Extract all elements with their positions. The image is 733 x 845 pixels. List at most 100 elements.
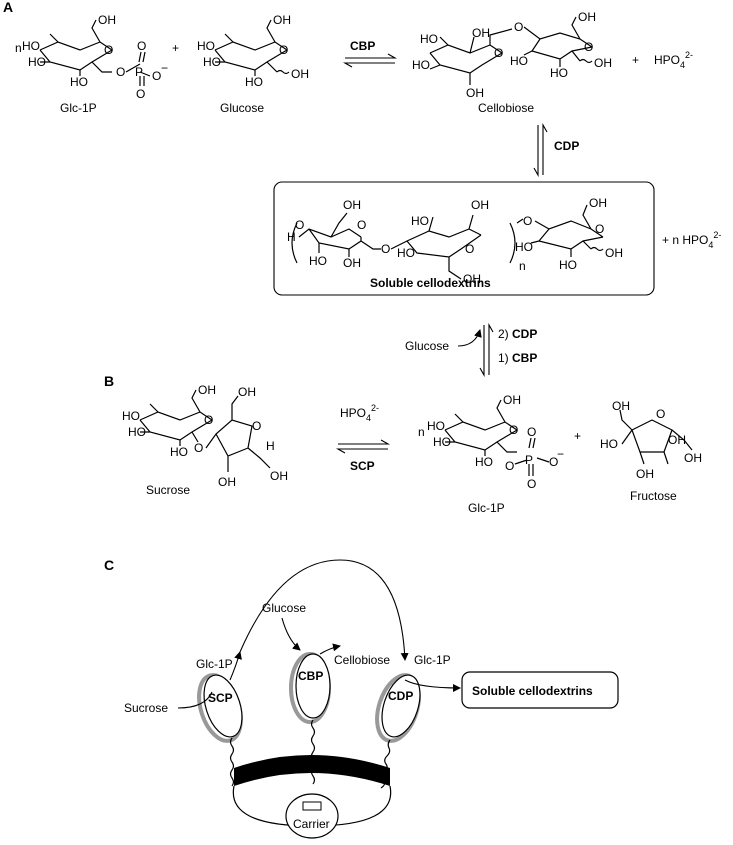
reverse-arrow xyxy=(342,62,395,68)
step-up-arrow xyxy=(488,322,494,375)
ho-atom: HO xyxy=(515,240,533,254)
o-atom: O xyxy=(584,40,593,54)
ho-atom: HO xyxy=(70,75,88,89)
glucose-side-label: Glucose xyxy=(405,339,449,353)
carrier-circle xyxy=(285,793,339,839)
ho-atom: HO xyxy=(309,254,327,268)
ho-atom: HO xyxy=(559,258,577,272)
panel-c-label: C xyxy=(104,557,114,573)
cellodextrin-structure: H O OH O HO OH O HO OH HO O OH O OH O HO… xyxy=(287,196,623,286)
glc1p-left-label: Glc-1P xyxy=(196,657,233,671)
glucose-c-label: Glucose xyxy=(262,601,306,615)
o-atom: O xyxy=(595,222,604,236)
ho-atom: HO xyxy=(28,55,46,69)
carrier-label: Carrier xyxy=(293,817,330,831)
glc1p-label-b: Glc-1P xyxy=(468,501,505,515)
oh-atom: OH xyxy=(472,26,490,40)
cdp-enzyme: CDP xyxy=(375,673,421,743)
cdp-down-arrow xyxy=(533,125,539,178)
o-atom: O xyxy=(527,477,536,491)
o-atom: O xyxy=(152,69,161,83)
p-atom: P xyxy=(525,453,533,467)
product-label-a: Soluble cellodextrins xyxy=(370,276,491,290)
cellobiose-label: Cellobiose xyxy=(478,101,534,115)
sucrose-c-label: Sucrose xyxy=(124,701,168,715)
oh-atom: OH xyxy=(589,196,607,210)
ho-atom: HO xyxy=(397,246,415,260)
product-c-label: Soluble cellodextrins xyxy=(472,684,593,698)
phosphate-b: HPO42- xyxy=(340,403,379,423)
enzyme-cbp-a: CBP xyxy=(350,39,375,53)
ho-atom: HO xyxy=(411,214,429,228)
o-atom: O xyxy=(136,87,145,101)
ho-atom: HO xyxy=(550,66,568,80)
step2-label: 2) CDP xyxy=(498,327,537,341)
carrier-gene xyxy=(302,801,322,811)
charge-minus: − xyxy=(161,61,168,75)
o-atom: O xyxy=(295,218,304,232)
ho-atom: HO xyxy=(22,39,40,53)
oh-atom: OH xyxy=(466,86,484,100)
oh-atom: OH xyxy=(98,13,116,27)
sucrose-label: Sucrose xyxy=(146,483,190,497)
forward-arrow xyxy=(345,53,398,59)
cdp-up-arrow xyxy=(542,122,548,175)
cbp-label: CBP xyxy=(298,669,323,683)
cellobiose-out-arrow xyxy=(319,643,341,655)
oh-atom: OH xyxy=(668,433,686,447)
glucose-structure: OH HO HO HO O OH xyxy=(197,13,309,89)
o-atom: O xyxy=(527,425,536,439)
ho-atom: HO xyxy=(197,39,215,53)
ho-atom: HO xyxy=(600,437,618,451)
cellobiose-c-label: Cellobiose xyxy=(334,653,390,667)
scp-reverse-arrow xyxy=(335,448,388,454)
sucrose-structure: OH HO HO HO O O O OH H OH OH xyxy=(122,383,288,489)
o-atom: O xyxy=(549,455,558,469)
panel-a-label: A xyxy=(3,0,13,15)
ho-atom: HO xyxy=(412,58,430,72)
n-repeat: n xyxy=(519,259,526,273)
n-prefix-a: n xyxy=(15,41,22,55)
o-atom: O xyxy=(357,218,366,232)
product-box xyxy=(273,181,655,296)
plus-sign: + xyxy=(574,429,581,443)
oh-atom: OH xyxy=(291,67,309,81)
oh-atom: OH xyxy=(198,383,216,397)
cbp-linker xyxy=(310,719,316,785)
oh-atom: OH xyxy=(612,399,630,413)
ho-atom: HO xyxy=(170,445,188,459)
plus-sign: + xyxy=(632,53,639,67)
charge-minus: − xyxy=(557,447,564,461)
o-atom: O xyxy=(465,242,474,256)
ho-atom: HO xyxy=(510,54,528,68)
ho-atom: HO xyxy=(475,455,493,469)
scp-linker xyxy=(229,737,235,787)
h-atom: H xyxy=(287,230,296,244)
ho-atom: HO xyxy=(128,425,146,439)
cbp-enzyme: CBP xyxy=(289,652,331,724)
oh-atom: OH xyxy=(218,475,236,489)
cdp-label: CDP xyxy=(388,689,413,703)
plus-sign: + xyxy=(172,41,179,55)
n-phosphate: + n HPO42- xyxy=(662,230,721,250)
oh-atom: OH xyxy=(471,198,489,212)
ho-atom: HO xyxy=(203,55,221,69)
n-prefix-b: n xyxy=(418,425,425,439)
o-atom: O xyxy=(194,441,203,455)
o-atom: O xyxy=(494,46,503,60)
scp-forward-arrow xyxy=(338,439,391,445)
fructose-structure: OH O HO OH OH OH xyxy=(600,399,702,481)
oh-atom: OH xyxy=(343,198,361,212)
glc1p-right-label: Glc-1P xyxy=(414,653,451,667)
ho-atom: HO xyxy=(427,419,445,433)
fructose-label: Fructose xyxy=(630,489,677,503)
cdp-product-arrow xyxy=(404,679,461,692)
scp-enzyme: SCP xyxy=(197,673,243,743)
o-atom: O xyxy=(116,65,125,79)
o-atom: O xyxy=(523,214,532,228)
enzyme-cdp-a: CDP xyxy=(554,139,579,153)
o-atom: O xyxy=(279,43,288,57)
product-box-c xyxy=(461,671,619,709)
ho-atom: HO xyxy=(245,75,263,89)
